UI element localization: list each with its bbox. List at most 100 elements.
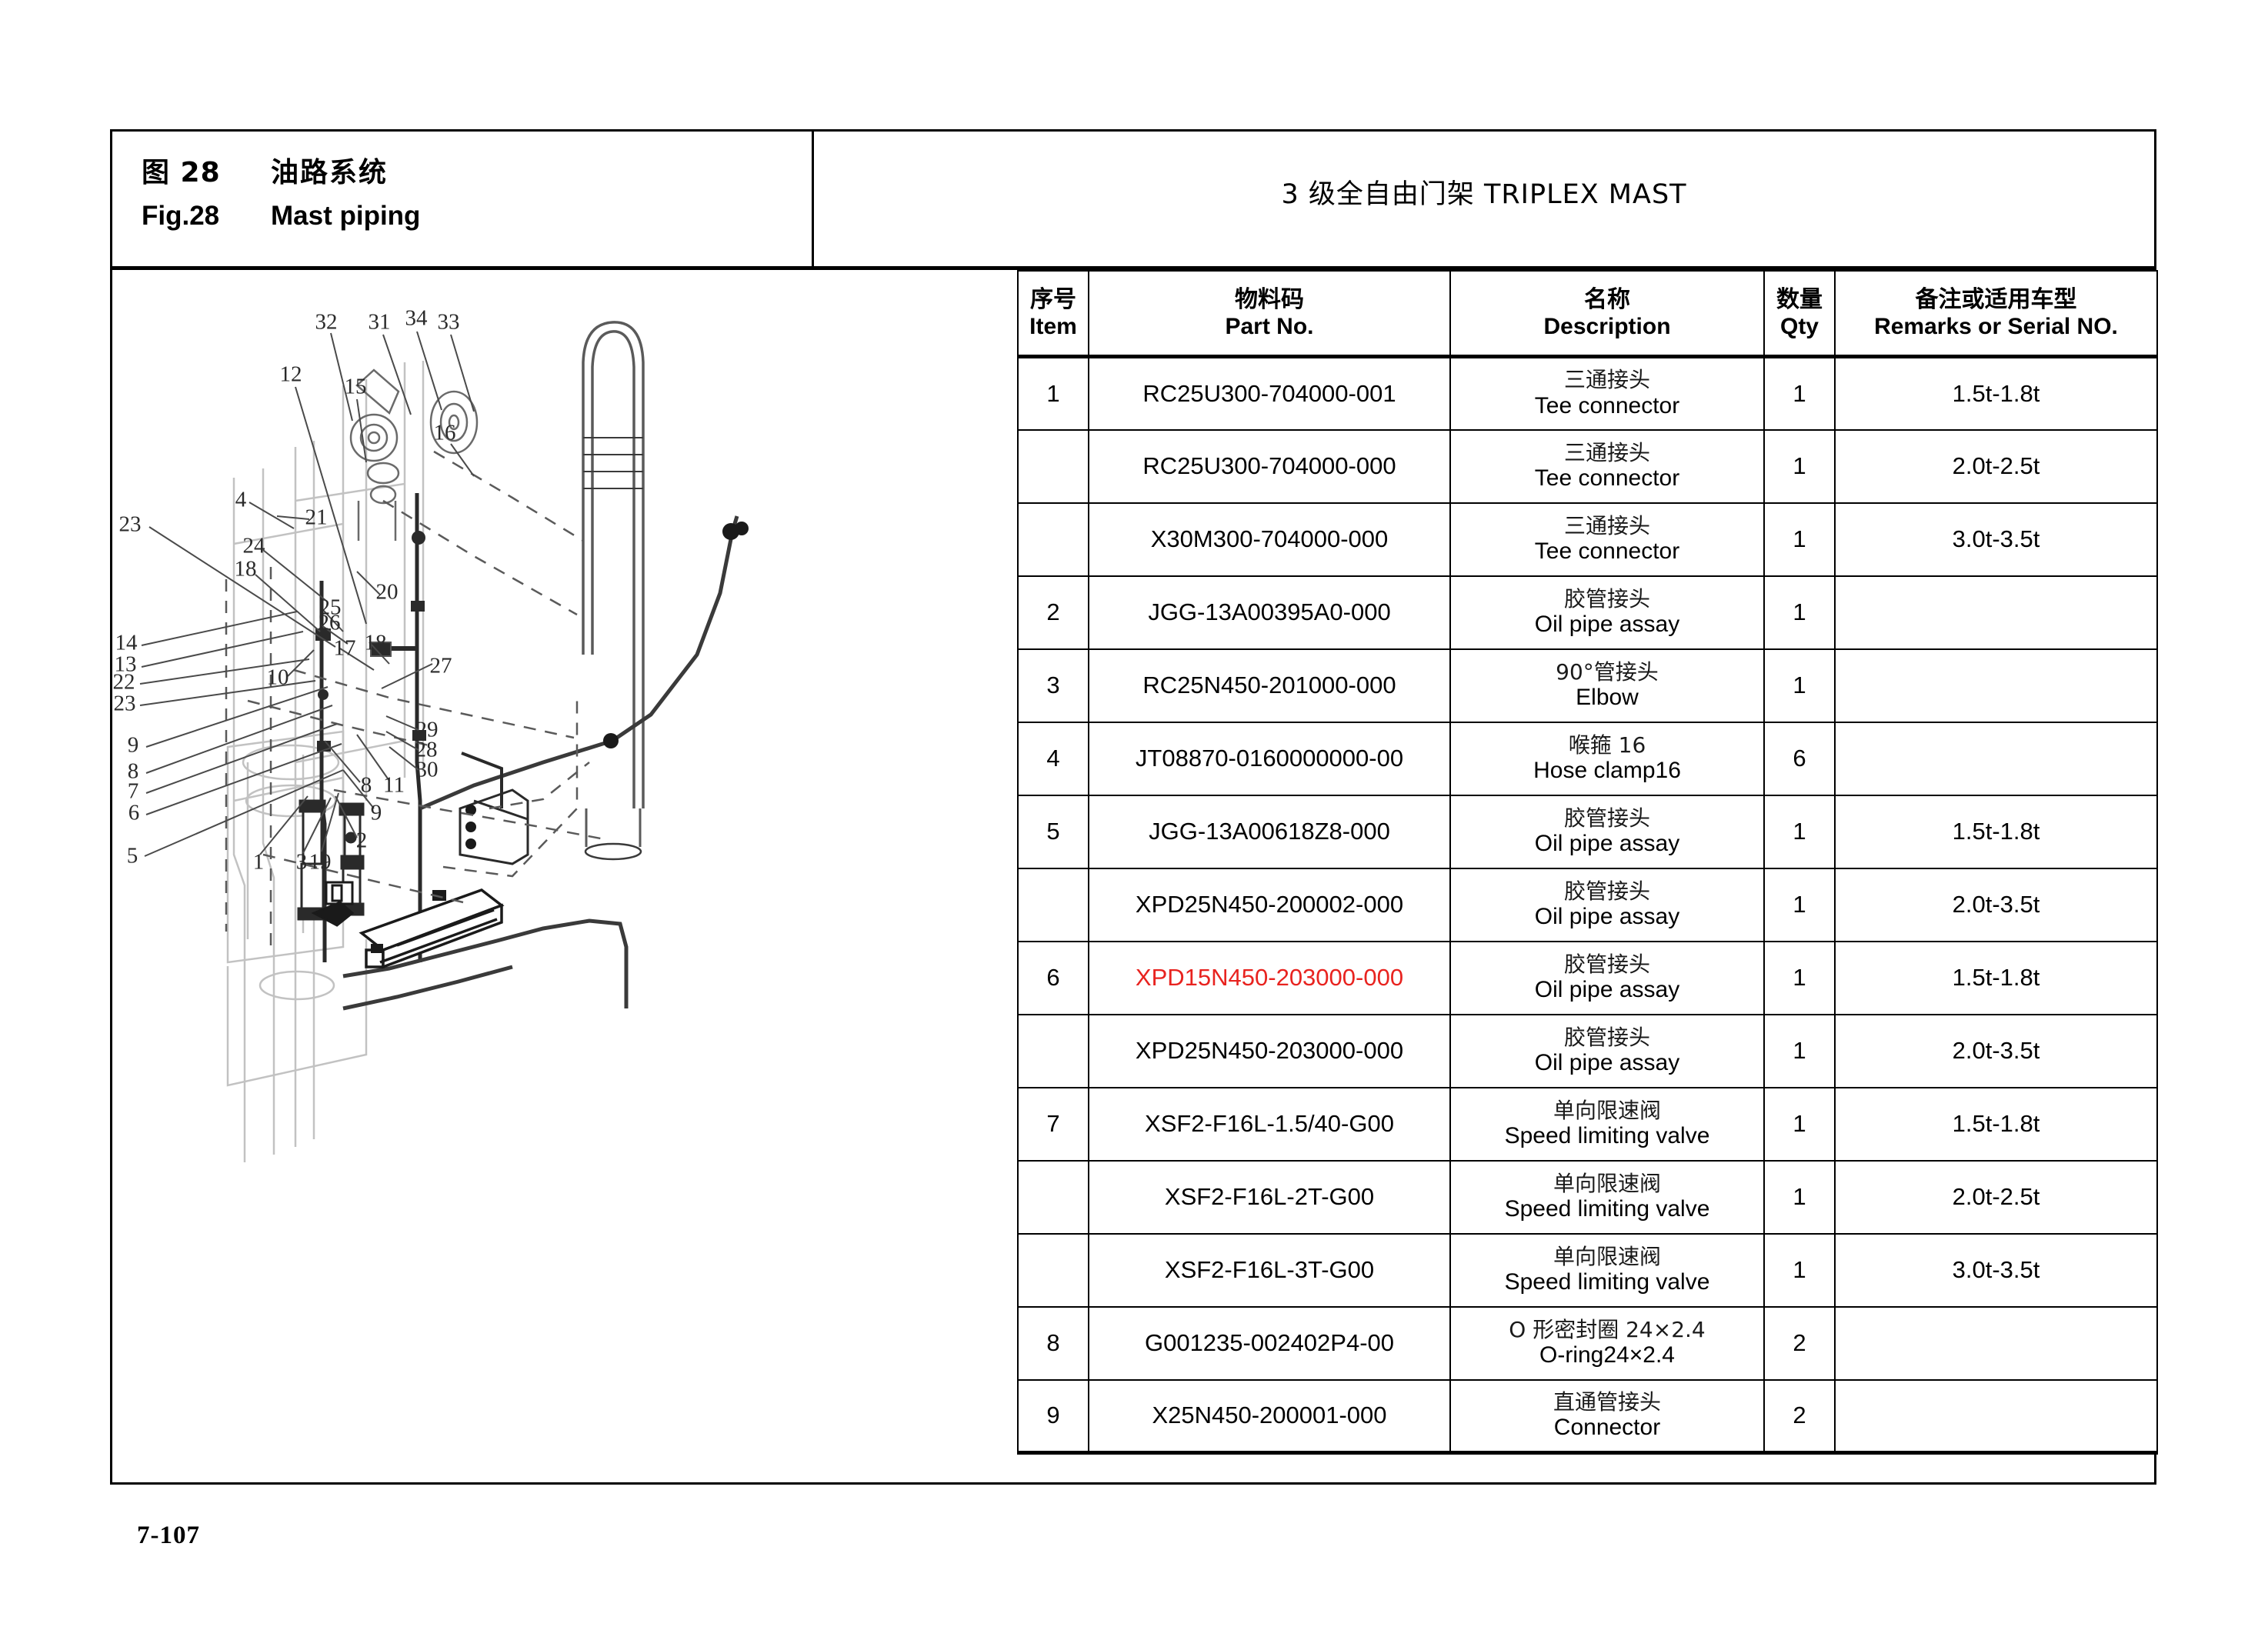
description-en: Oil pipe assay — [1534, 903, 1680, 929]
description-cn: 单向限速阀 — [1553, 1097, 1661, 1123]
cell-qty: 1 — [1763, 1232, 1836, 1308]
cell-item: 4 — [1017, 721, 1089, 796]
cell-remarks: 1.5t-1.8t — [1834, 940, 2158, 1015]
description-en: Hose clamp16 — [1533, 757, 1681, 783]
cell-remarks: 2.0t-2.5t — [1834, 1159, 2158, 1235]
description-en: O-ring24×2.4 — [1539, 1342, 1675, 1368]
description-en: Elbow — [1576, 684, 1639, 710]
parts-list-table: 序号 Item 物料码 Part No. 名称 Description 数量 Q… — [1017, 270, 2158, 1455]
cell-remarks — [1834, 575, 2158, 650]
cell-remarks: 1.5t-1.8t — [1834, 1086, 2158, 1162]
description-cn: 三通接头 — [1563, 512, 1650, 538]
description-en: Oil pipe assay — [1534, 976, 1680, 1002]
diagram-linework — [139, 321, 749, 1162]
cell-qty: 1 — [1763, 355, 1836, 431]
diagram-callout-23: 23 — [113, 691, 136, 716]
figure-name-en: Mast piping — [271, 201, 421, 231]
cell-item — [1017, 1232, 1089, 1308]
diagram-callout-6: 6 — [128, 800, 140, 825]
cell-qty: 1 — [1763, 1159, 1836, 1235]
column-header-qty-en: Qty — [1779, 314, 1819, 339]
cell-item: 6 — [1017, 940, 1089, 1015]
cell-part-no: XPD25N450-200002-000 — [1088, 867, 1451, 942]
cell-qty: 1 — [1763, 648, 1836, 723]
cell-part-no: XPD25N450-203000-000 — [1088, 1013, 1451, 1088]
cell-item — [1017, 1159, 1089, 1235]
diagram-callout-7: 7 — [127, 778, 139, 804]
figure-title-english: Fig.28 Mast piping — [142, 201, 812, 232]
column-header-description: 名称 Description — [1449, 270, 1765, 358]
cell-part-no: X25N450-200001-000 — [1088, 1378, 1451, 1455]
cell-qty: 2 — [1763, 1378, 1836, 1455]
diagram-callout-11: 11 — [383, 772, 405, 798]
diagram-callout-1: 1 — [252, 849, 265, 875]
description-cn: 喉箍 16 — [1568, 732, 1646, 758]
cell-item: 7 — [1017, 1086, 1089, 1162]
description-en: Tee connector — [1534, 538, 1680, 564]
description-en: Speed limiting valve — [1504, 1195, 1710, 1222]
description-en: Tee connector — [1534, 465, 1680, 491]
cell-remarks: 3.0t-3.5t — [1834, 1232, 2158, 1308]
column-header-remarks-cn: 备注或适用车型 — [1915, 285, 2077, 313]
description-cn: 直通管接头 — [1553, 1388, 1661, 1415]
figure-title-block: 图 28 油路系统 Fig.28 Mast piping — [112, 132, 814, 266]
description-en: Oil pipe assay — [1534, 830, 1680, 856]
mast-type-title: 3 级全自由门架 TRIPLEX MAST — [1281, 179, 1687, 210]
cell-remarks: 2.0t-3.5t — [1834, 867, 2158, 942]
table-header-row: 序号 Item 物料码 Part No. 名称 Description 数量 Q… — [1017, 270, 2158, 358]
cell-item: 2 — [1017, 575, 1089, 650]
diagram-callout-14: 14 — [115, 630, 138, 655]
description-cn: 胶管接头 — [1563, 951, 1650, 977]
column-header-part-no-en: Part No. — [1225, 314, 1314, 339]
cell-remarks: 2.0t-3.5t — [1834, 1013, 2158, 1088]
diagram-callout-15: 15 — [344, 374, 367, 399]
diagram-callout-16: 16 — [433, 420, 456, 445]
diagram-callout-21: 21 — [305, 505, 328, 530]
description-cn: 胶管接头 — [1563, 805, 1650, 831]
figure-title-chinese: 图 28 油路系统 — [142, 150, 812, 190]
figure-label-en: Fig.28 — [142, 201, 220, 231]
cell-part-no: RC25U300-704000-001 — [1088, 355, 1451, 431]
column-header-item-cn: 序号 — [1030, 285, 1076, 313]
description-en: Speed limiting valve — [1504, 1122, 1710, 1148]
cell-item — [1017, 867, 1089, 942]
cell-part-no-highlighted: XPD15N450-203000-000 — [1088, 940, 1451, 1015]
column-header-remarks-en: Remarks or Serial NO. — [1874, 314, 2118, 339]
drawing-frame: 图 28 油路系统 Fig.28 Mast piping 3 级全自由门架 TR… — [110, 129, 2158, 1485]
diagram-callout-4: 4 — [235, 487, 247, 512]
diagram-callout-34: 34 — [405, 305, 428, 331]
diagram-callout-24: 24 — [242, 533, 265, 558]
description-cn: 单向限速阀 — [1553, 1243, 1661, 1269]
column-header-description-en: Description — [1543, 314, 1671, 339]
diagram-callout-26: 26 — [318, 610, 341, 635]
diagram-callout-30: 30 — [415, 757, 439, 782]
diagram-callout-20: 20 — [375, 579, 399, 605]
cell-part-no: JGG-13A00618Z8-000 — [1088, 794, 1451, 869]
cell-part-no: XSF2-F16L-2T-G00 — [1088, 1159, 1451, 1235]
diagram-callout-18: 18 — [234, 556, 257, 582]
diagram-callout-19: 19 — [309, 849, 332, 875]
diagram-callout-25: 25 — [319, 595, 342, 620]
description-cn: 单向限速阀 — [1553, 1170, 1661, 1196]
cell-part-no: G001235-002402P4-00 — [1088, 1305, 1451, 1381]
description-en: Speed limiting valve — [1504, 1268, 1710, 1295]
description-en: Connector — [1553, 1415, 1661, 1441]
cell-qty: 1 — [1763, 1086, 1836, 1162]
